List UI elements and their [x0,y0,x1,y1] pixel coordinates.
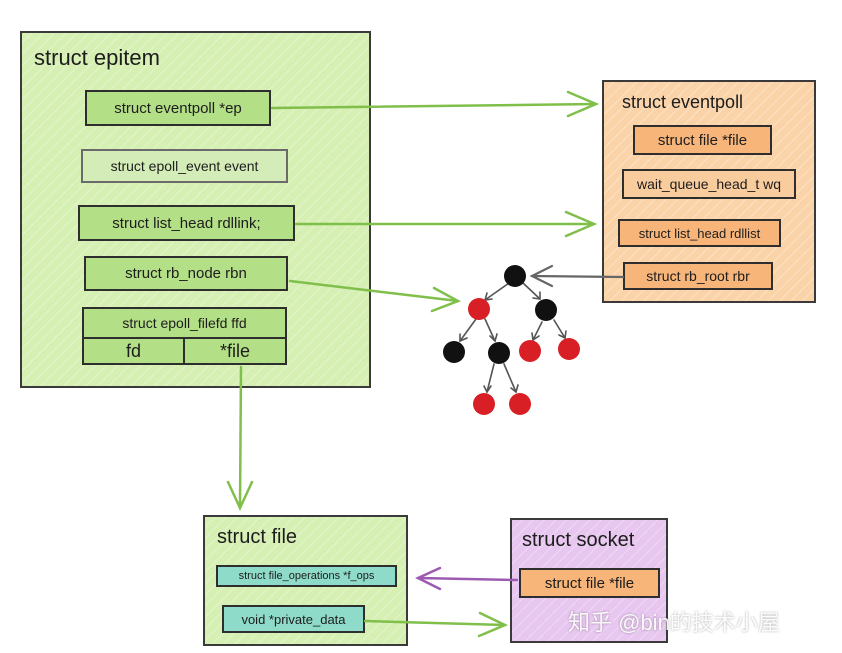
socket-title: struct socket [522,529,635,551]
tree-node-red-6 [558,338,580,360]
epitem-ffd-field: struct epoll_filefd ffd [82,307,287,339]
epitem-rbn-field: struct rb_node rbn [84,256,288,291]
eventpoll-title: struct eventpoll [622,92,744,112]
socket-file-field: struct file *file [519,568,660,598]
arrow-socket-to-file [415,566,519,591]
file-f-ops-field: struct file_operations *f_ops [216,565,397,587]
epitem-file-field: *file [183,337,287,365]
tree-node-red-1 [468,298,490,320]
tree-node-red-5 [519,340,541,362]
epitem-fd-field: fd [82,337,185,365]
tree-node-black-2 [535,299,557,321]
arrow-file-to-struct-file [226,365,254,511]
eventpoll-file-field: struct file *file [633,125,772,155]
epitem-ep-field: struct eventpoll *ep [85,90,271,126]
epitem-title: struct epitem [34,45,160,70]
eventpoll-wq-field: wait_queue_head_t wq [622,169,796,199]
tree-node-black-4 [488,342,510,364]
tree-node-root [504,265,526,287]
epitem-event-field: struct epoll_event event [81,149,288,183]
arrow-private-data-to-socket [363,611,509,638]
arrow-ep-to-eventpoll [270,90,600,118]
tree-node-red-8 [509,393,531,415]
arrow-rbr-to-tree-root [529,264,625,288]
tree-node-red-7 [473,393,495,415]
watermark: 知乎 @bin的技术小屋 [568,610,780,635]
tree-node-black-3 [443,341,465,363]
file-title: struct file [217,526,298,548]
arrow-rdllink-to-rdllist [294,210,598,238]
arrow-rbn-to-tree [288,279,461,313]
eventpoll-rdllist-field: struct list_head rdllist [618,219,781,247]
file-private-data-field: void *private_data [222,605,365,633]
eventpoll-rbr-field: struct rb_root rbr [623,262,773,290]
epitem-rdllink-field: struct list_head rdllink; [78,205,295,241]
